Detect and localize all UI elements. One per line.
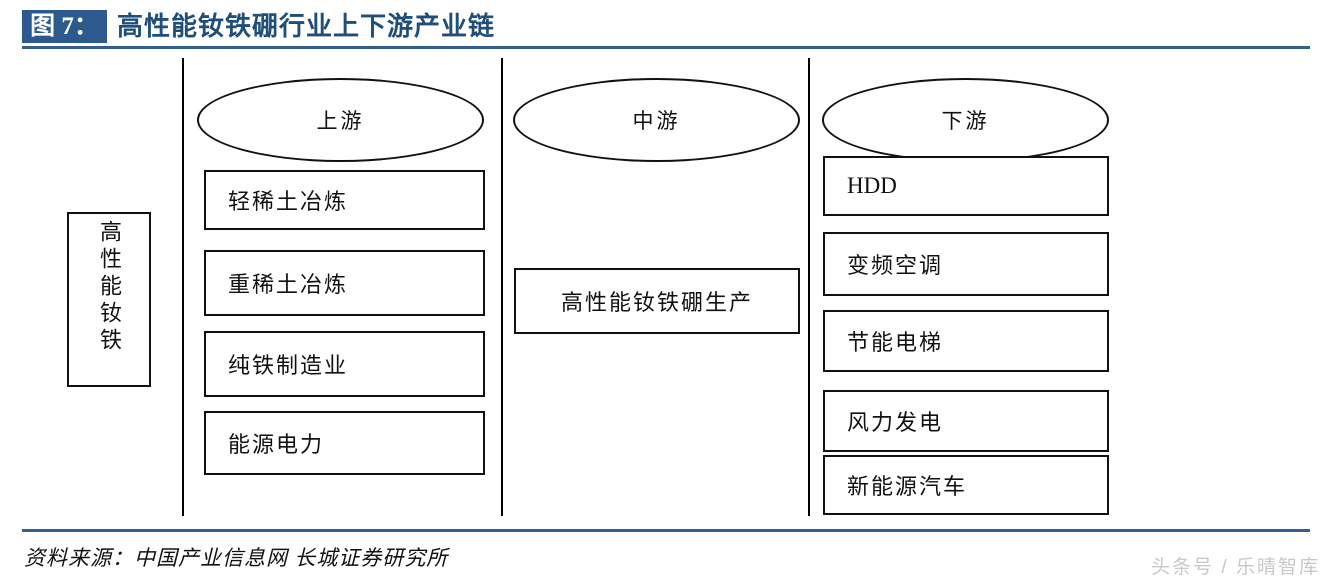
source-note: 资料来源：中国产业信息网 长城证券研究所 bbox=[24, 546, 449, 570]
node-downstream-3-label: 节能电梯 bbox=[847, 330, 944, 355]
node-upstream-4: 能源电力 bbox=[204, 411, 485, 475]
node-upstream-1: 轻稀土冶炼 bbox=[204, 170, 485, 230]
node-downstream-4-label: 风力发电 bbox=[847, 410, 944, 435]
node-upstream-4-label: 能源电力 bbox=[228, 432, 325, 457]
node-upstream-2: 重稀土冶炼 bbox=[204, 250, 485, 316]
node-downstream-4: 风力发电 bbox=[823, 390, 1109, 452]
stage-ellipse-upstream: 上游 bbox=[197, 78, 484, 162]
stage-ellipse-downstream: 下游 bbox=[822, 78, 1109, 162]
watermark: 头条号 / 乐晴智库 bbox=[1151, 557, 1320, 578]
footer-rule bbox=[22, 529, 1310, 532]
node-upstream-3: 纯铁制造业 bbox=[204, 331, 485, 397]
node-downstream-3: 节能电梯 bbox=[823, 310, 1109, 372]
node-downstream-1-label: HDD bbox=[847, 173, 897, 198]
node-upstream-3-label: 纯铁制造业 bbox=[228, 353, 349, 378]
stage-label-midstream: 中游 bbox=[632, 109, 681, 133]
column-divider-2 bbox=[501, 58, 503, 516]
node-downstream-2: 变频空调 bbox=[823, 232, 1109, 296]
stage-label-upstream: 上游 bbox=[316, 109, 365, 133]
node-downstream-5-label: 新能源汽车 bbox=[847, 474, 968, 499]
node-upstream-2-label: 重稀土冶炼 bbox=[228, 272, 349, 297]
header-rule bbox=[22, 46, 1310, 49]
figure-number-badge: 图 7： bbox=[22, 10, 107, 43]
source-material-box: 高性能钕铁 bbox=[67, 212, 151, 387]
stage-ellipse-midstream: 中游 bbox=[513, 78, 800, 162]
figure-title: 高性能钕铁硼行业上下游产业链 bbox=[117, 12, 496, 41]
source-material-label: 高性能钕铁 bbox=[97, 220, 122, 355]
node-downstream-2-label: 变频空调 bbox=[847, 253, 944, 278]
figure-header: 图 7： 高性能钕铁硼行业上下游产业链 bbox=[22, 10, 1310, 46]
column-divider-3 bbox=[808, 58, 810, 516]
node-upstream-1-label: 轻稀土冶炼 bbox=[228, 189, 349, 214]
node-midstream-1: 高性能钕铁硼生产 bbox=[514, 268, 800, 334]
node-downstream-1: HDD bbox=[823, 156, 1109, 216]
stage-label-downstream: 下游 bbox=[941, 109, 990, 133]
node-downstream-5: 新能源汽车 bbox=[823, 455, 1109, 515]
column-divider-1 bbox=[182, 58, 184, 516]
node-midstream-1-label: 高性能钕铁硼生产 bbox=[560, 290, 753, 315]
